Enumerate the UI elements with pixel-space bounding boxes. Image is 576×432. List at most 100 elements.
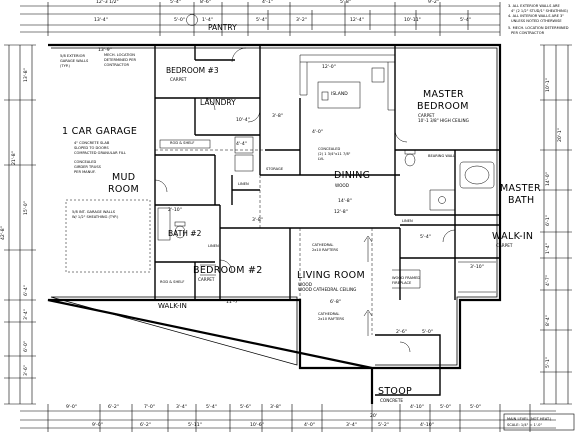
fireplace-label-1: WOOD FRAMED [392, 276, 421, 280]
dim-left-3: 42'-8" [1, 226, 6, 240]
dim-right-3: 6'-1" [546, 215, 551, 226]
dim-bottom-2-1: 6'-2" [140, 423, 151, 428]
dim-bottom-1-2: 7'-0" [144, 405, 155, 410]
linen-label-1: LINEN [238, 182, 249, 186]
dim-top-inner-4: 3'-2" [296, 18, 307, 23]
mech-note-2: DETERMINED PER [104, 58, 136, 62]
dim-top-5: 9'-2" [428, 0, 439, 5]
dim-bottom-2-7: 4'-10" [420, 423, 434, 428]
dim-misc-5: 4'-4" [236, 142, 247, 147]
dim-bottom-1-1: 6'-2" [108, 405, 119, 410]
linen-label-2: LINEN [402, 219, 413, 223]
room-island: ISLAND [331, 92, 348, 97]
dim-top-1: 5'-4" [170, 0, 181, 5]
dim-right-2: 14'-0" [546, 172, 551, 186]
room-master-bedroom-line1: MASTER [423, 89, 464, 100]
room-master-bedroom-line2: BEDROOM [417, 101, 469, 112]
general-note-4b: UNLESS NOTED OTHERWISE [511, 19, 562, 23]
dim-right-4: 1'-4" [546, 243, 551, 254]
dining-floor: WOOD [335, 183, 349, 188]
mech-note-1: MECH. LOCATION [104, 53, 135, 57]
room-master-bath-line2: BATH [508, 195, 535, 206]
living-room-floor: WOOD [298, 282, 312, 287]
garage-wall-note-2: GARAGE WALLS [60, 59, 89, 63]
dim-misc-8: 3'-8" [252, 218, 263, 223]
dim-misc-11: 6'-8" [330, 300, 341, 305]
dim-misc-14: 2'-10" [168, 208, 182, 213]
dim-bottom-1-5: 5'-6" [240, 405, 251, 410]
dim-misc-9: 5'-4" [420, 235, 431, 240]
garage-girder-note-1: CONCEALED [74, 160, 97, 164]
room-master-bath-line1: MASTER [500, 183, 541, 194]
dim-top-0: 12'-3 1/2" [96, 0, 119, 5]
room-dining: DINING [334, 170, 371, 181]
master-bedroom-ceiling: 10'-1 3/8" HIGH CEILING [418, 118, 469, 123]
dim-misc-7: 12'-8" [334, 210, 348, 215]
room-living-room: LIVING ROOM [297, 270, 365, 281]
rod-shelf-label-1: ROD & SHELF [170, 141, 195, 145]
dim-bottom-2-0: 9'-0" [92, 423, 103, 428]
dim-top-4: 5'-8" [340, 0, 351, 5]
garage-int-wall-note-2: W/ 1/2" SHEATHING (TYP.) [72, 215, 119, 219]
title-block [503, 413, 575, 431]
dim-right-7: 5'-1" [546, 357, 551, 368]
dim-top-inner-5: 12'-4" [350, 18, 364, 23]
bedroom-3-floor: CARPET [170, 77, 187, 82]
dim-misc-13: 5'-0" [422, 330, 433, 335]
cathedral-label-4: 2x10 RAFTERS [318, 317, 345, 321]
concealed-beam-label-3: LVL [318, 157, 325, 161]
dim-left-5: 3'-4" [24, 309, 29, 320]
dim-bottom-1-7: 4'-10" [410, 405, 424, 410]
dim-bottom-2-3: 10'-6" [250, 423, 264, 428]
general-note-3b: 4" (2 1/2" STUD/1" SHEATHING) [511, 9, 568, 13]
dim-top-inner-0: 13'-4" [94, 18, 108, 23]
dim-bottom-2-2: 5'-11" [188, 423, 202, 428]
title-block-line-2: SCALE: 1/4" = 1'-0" [507, 423, 543, 427]
dim-top-inner-2: 1'-4" [202, 18, 213, 23]
garage-girder-note-2: GIRDER TRUSS [74, 165, 101, 169]
dim-top-inner-1: 5'-0" [174, 18, 185, 23]
dim-misc-1: 12'-0" [322, 65, 336, 70]
dim-right-6: 8'-4" [546, 315, 551, 326]
dim-misc-3: 4'-0" [312, 130, 323, 135]
dim-bottom-2-4: 4'-0" [304, 423, 315, 428]
garage-int-wall-note-1: 5/8 INT. GARAGE WALLS [72, 210, 116, 214]
general-note-5b: PER CONTRACTOR [511, 31, 545, 35]
dim-misc-0: 13'-9" [98, 48, 112, 53]
dim-left-1: 21'-8" [12, 151, 17, 165]
garage-girder-note-3: PER MANUF. [74, 170, 96, 174]
general-note-5a: 5. MECH. LOCATION DETERMINED [508, 26, 569, 30]
dim-left-6: 6'-0" [24, 341, 29, 352]
room-laundry: LAUNDRY [200, 98, 236, 107]
master-bedroom-floor: CARPET [418, 113, 435, 118]
dim-bottom-1-6: 3'-8" [270, 405, 281, 410]
room-walk-in: WALK-IN [492, 231, 534, 242]
room-garage: 1 CAR GARAGE [62, 126, 138, 137]
dim-left-0: 13'-8" [24, 68, 29, 82]
dim-bottom-2-5: 3'-4" [346, 423, 357, 428]
storage-label: STORAGE [266, 167, 284, 171]
living-room-ceiling: WOOD CATHEDRAL CEILING [298, 287, 357, 292]
rod-shelf-label-2: ROD & SHELF [160, 280, 185, 284]
dim-left-7: 3'-6" [24, 365, 29, 376]
dim-left-4: 6'-4" [24, 285, 29, 296]
dim-right-5: 4'-7" [546, 275, 551, 286]
dim-misc-15: 3'-10" [470, 265, 484, 270]
fireplace-label-2: FIREPLACE [392, 281, 412, 285]
room-walk-in-small: WALK-IN [158, 302, 187, 310]
island-outline [317, 81, 361, 109]
bearing-wall-label: BEARING WALL [428, 154, 456, 158]
room-bedroom-2: BEDROOM #2 [193, 265, 263, 276]
dim-right-0: 10'-1" [546, 78, 551, 92]
dim-misc-6: 14'-8" [338, 199, 352, 204]
dim-bottom-1-0: 9'-0" [66, 405, 77, 410]
room-bath-2: BATH #2 [168, 229, 202, 238]
dim-right-1: 20'-1" [558, 128, 563, 142]
room-bedroom-3: BEDROOM #3 [166, 66, 219, 75]
dim-top-inner-7: 5'-4" [460, 18, 471, 23]
room-mud-room-line2: ROOM [108, 184, 139, 195]
cathedral-label-3: CATHEDRAL [318, 312, 340, 316]
dim-misc-12: 2'-6" [396, 330, 407, 335]
dim-top-inner-6: 10'-11" [404, 18, 421, 23]
